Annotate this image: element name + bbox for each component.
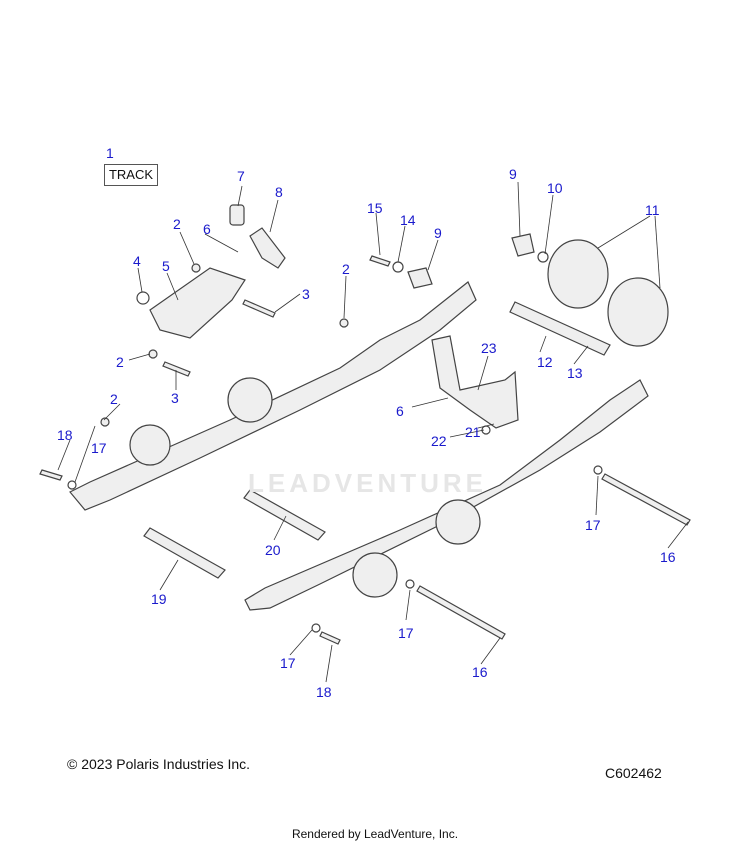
callout-3: 3 <box>302 286 310 302</box>
wheel-11a <box>547 239 609 309</box>
bolt-18b <box>319 631 341 645</box>
cap-9a <box>511 233 535 257</box>
callout-17: 17 <box>91 440 107 456</box>
copyright-text: © 2023 Polaris Industries Inc. <box>67 756 251 772</box>
callout-6: 6 <box>203 221 211 237</box>
bracket-23 <box>431 335 519 429</box>
callout-3: 3 <box>171 390 179 406</box>
callout-17: 17 <box>280 655 296 671</box>
callout-7: 7 <box>237 168 245 184</box>
washer-4 <box>136 291 150 305</box>
callout-16: 16 <box>472 664 488 680</box>
callout-2: 2 <box>342 261 350 277</box>
callout-4: 4 <box>133 253 141 269</box>
bolt-18a <box>39 469 63 481</box>
callout-22: 22 <box>431 433 447 449</box>
shaft-20 <box>243 489 326 541</box>
callout-2: 2 <box>116 354 124 370</box>
washer-14 <box>392 261 404 273</box>
callout-21: 21 <box>465 424 481 440</box>
callout-13: 13 <box>567 365 583 381</box>
washer-17c <box>405 579 415 589</box>
callout-20: 20 <box>265 542 281 558</box>
callout-9: 9 <box>509 166 517 182</box>
callout-18: 18 <box>57 427 73 443</box>
shaft-12 <box>509 301 611 356</box>
callout-18: 18 <box>316 684 332 700</box>
washer-17a <box>67 480 77 490</box>
washer-10 <box>537 251 549 263</box>
shaft-19 <box>143 527 226 579</box>
callout-1: 1 <box>106 145 114 161</box>
nut-2b <box>339 318 349 328</box>
right-rail <box>244 379 649 611</box>
nut-2a <box>191 263 201 273</box>
bolt-16a <box>601 473 691 526</box>
washer-17d <box>311 623 321 633</box>
link-8 <box>249 227 286 269</box>
callout-14: 14 <box>400 212 416 228</box>
idler-wheel-left-rear <box>129 424 171 466</box>
callout-17: 17 <box>398 625 414 641</box>
bolt-3b <box>162 361 191 377</box>
callout-9: 9 <box>434 225 442 241</box>
rendered-by-text: Rendered by LeadVenture, Inc. <box>291 827 459 841</box>
idler-wheel-right-rear <box>352 552 398 598</box>
diagram-code: C602462 <box>605 765 662 781</box>
callout-5: 5 <box>162 258 170 274</box>
callout-8: 8 <box>275 184 283 200</box>
callout-2: 2 <box>173 216 181 232</box>
watermark: LEADVENTURE <box>248 468 488 498</box>
callout-10: 10 <box>547 180 563 196</box>
idler-wheel-right-mid <box>435 499 481 545</box>
callout-6: 6 <box>396 403 404 419</box>
callout-23: 23 <box>481 340 497 356</box>
callout-17: 17 <box>585 517 601 533</box>
bolt-16b <box>416 585 506 640</box>
wheel-11b <box>607 277 669 347</box>
cap-9b <box>407 267 433 289</box>
callout-11: 11 <box>645 202 660 218</box>
nut-2d <box>100 417 110 427</box>
track-label: TRACK <box>104 164 158 186</box>
idler-wheel-left-mid <box>227 377 273 423</box>
bolt-3a <box>242 299 276 318</box>
callout-12: 12 <box>537 354 553 370</box>
rear-arm-5 <box>149 267 246 339</box>
nut-2c <box>148 349 158 359</box>
callout-19: 19 <box>151 591 167 607</box>
callout-16: 16 <box>660 549 676 565</box>
pin-7 <box>229 204 245 226</box>
washer-17b <box>593 465 603 475</box>
callout-15: 15 <box>367 200 383 216</box>
callout-2: 2 <box>110 391 118 407</box>
bolt-15 <box>369 255 391 267</box>
